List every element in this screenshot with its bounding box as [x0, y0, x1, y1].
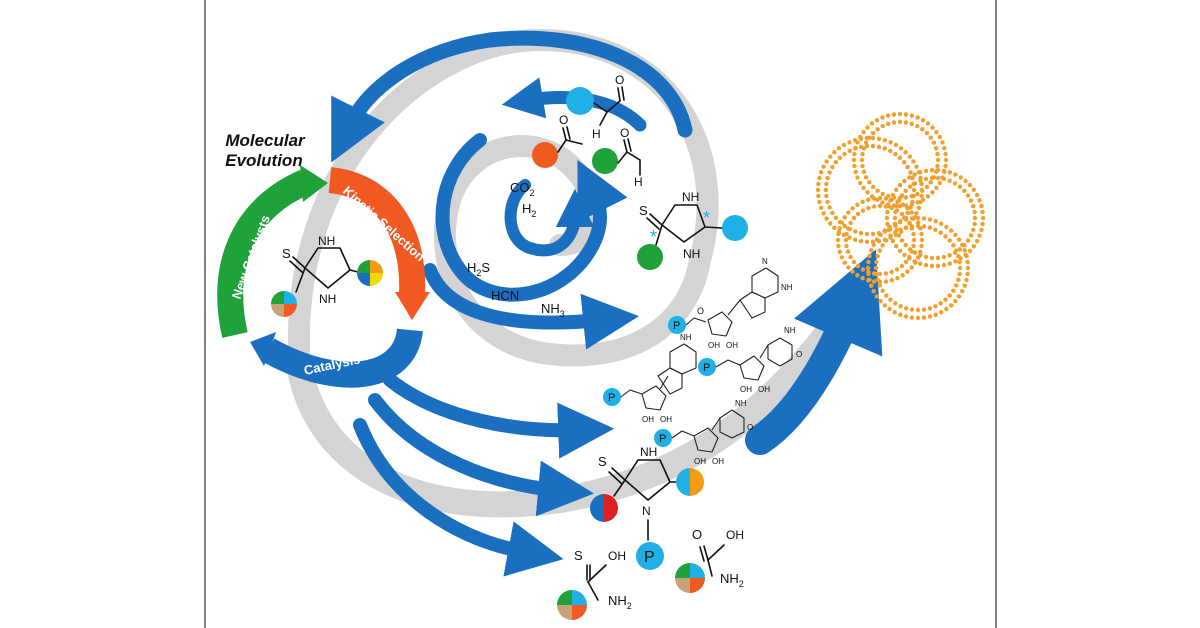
- svg-text:NH3: NH3: [541, 301, 565, 319]
- pie-phos-left: [590, 494, 618, 522]
- substituent-green-1: [592, 148, 618, 174]
- kinetic-selection-head: [395, 292, 430, 320]
- feedstock-co2: CO2: [510, 180, 535, 198]
- svg-text:NH: NH: [319, 292, 336, 306]
- substituent-orange: [532, 142, 558, 168]
- label-evolution: Evolution: [225, 151, 302, 170]
- pie-phos-right: [676, 468, 704, 496]
- catalysis-arc: [261, 327, 423, 388]
- catalysis-head: [250, 332, 276, 366]
- svg-text:N: N: [642, 504, 651, 518]
- svg-text:NH: NH: [680, 333, 692, 342]
- svg-text:NH: NH: [784, 326, 796, 335]
- svg-text:NH: NH: [682, 190, 699, 204]
- label-molecular: Molecular: [225, 131, 306, 150]
- svg-text:OH: OH: [758, 385, 770, 394]
- feedstock-h2: H2: [522, 201, 536, 219]
- svg-text:OH: OH: [712, 457, 724, 466]
- new-catalysts-arc: [217, 170, 311, 338]
- imidazolidine-thione-product: S NH NH * *: [637, 190, 748, 270]
- svg-text:OH: OH: [694, 457, 706, 466]
- phosphate-3: [603, 388, 621, 406]
- feedstock-nh3: NH3: [541, 301, 565, 319]
- amino-acid: O OH NH2: [675, 527, 744, 593]
- substituent-green-2: [637, 244, 663, 270]
- vesicle: [865, 215, 971, 321]
- pie-thio: [557, 590, 587, 620]
- catalysis-arrow-2: [368, 393, 595, 517]
- pie-amino: [675, 563, 705, 593]
- stereo-star-1: *: [703, 208, 710, 228]
- svg-text:OH: OH: [726, 528, 744, 542]
- kinetic-selection-arc: [328, 167, 426, 296]
- phosphorylated-catalyst: S NH N P: [590, 445, 704, 570]
- svg-text:H: H: [634, 175, 643, 189]
- svg-text:NH2: NH2: [720, 571, 744, 589]
- core-spiral-arrow: [504, 179, 595, 257]
- thio-amino-acid: S OH NH2: [557, 548, 632, 620]
- vesicle-cluster: [815, 111, 986, 321]
- svg-text:P: P: [659, 433, 666, 445]
- svg-text:S: S: [574, 548, 583, 563]
- svg-text:P: P: [644, 549, 655, 566]
- svg-text:P: P: [608, 392, 615, 404]
- phosphate-4: [654, 429, 672, 447]
- substituent-cyan-2: [722, 215, 748, 241]
- svg-text:OH: OH: [608, 549, 626, 563]
- feedstock-arrow: [423, 263, 640, 350]
- svg-text:S: S: [282, 246, 291, 261]
- phosphate-1: [668, 316, 686, 334]
- pie-left: [271, 291, 297, 317]
- phosphate-big: [636, 542, 664, 570]
- svg-text:O: O: [559, 113, 568, 127]
- svg-text:NH2: NH2: [608, 593, 632, 611]
- phosphate-2: [698, 358, 716, 376]
- vesicle: [884, 167, 986, 269]
- svg-text:OH: OH: [642, 415, 654, 424]
- svg-text:OH: OH: [660, 415, 672, 424]
- big-arrow-to-vesicles: [745, 249, 883, 455]
- svg-text:H2S: H2S: [467, 260, 490, 278]
- svg-text:H2: H2: [522, 201, 536, 219]
- stereo-star-2: *: [650, 227, 657, 247]
- svg-text:O: O: [620, 126, 629, 140]
- central-catalyst: S NH NH: [271, 234, 383, 317]
- svg-text:NH: NH: [318, 234, 335, 248]
- svg-text:S: S: [598, 454, 607, 469]
- svg-text:OH: OH: [708, 341, 720, 350]
- svg-text:NH: NH: [640, 445, 657, 459]
- catalysis-arrow-3: [353, 418, 564, 577]
- new-catalysts-head: [300, 165, 328, 202]
- svg-text:CO2: CO2: [510, 180, 535, 198]
- svg-text:O: O: [796, 350, 802, 359]
- svg-text:N: N: [762, 257, 768, 266]
- substituent-cyan: [566, 87, 594, 115]
- svg-text:H: H: [592, 127, 601, 141]
- vesicle: [835, 195, 925, 285]
- inner-spiral-arrow: [435, 133, 628, 302]
- svg-text:S: S: [639, 203, 648, 218]
- svg-text:NH: NH: [735, 399, 747, 408]
- feedstock-hcn: HCN: [491, 288, 519, 303]
- svg-text:NH: NH: [683, 247, 700, 261]
- svg-text:O: O: [747, 423, 753, 432]
- aldehyde-group: O H O O H: [532, 73, 643, 189]
- svg-text:O: O: [615, 73, 624, 87]
- svg-text:NH: NH: [781, 283, 793, 292]
- feedstock-h2s: H2S: [467, 260, 490, 278]
- catalysis-arrow-1: [383, 373, 615, 459]
- svg-text:OH: OH: [726, 341, 738, 350]
- svg-text:P: P: [673, 320, 680, 332]
- svg-text:O: O: [692, 527, 702, 542]
- pie-right: [357, 260, 383, 286]
- rna-strand: P O OH OH N NH P OH OH NH O P OH OH NH P: [603, 257, 802, 466]
- svg-text:O: O: [697, 306, 704, 316]
- svg-text:P: P: [703, 362, 710, 374]
- svg-text:OH: OH: [740, 385, 752, 394]
- outer-arrow-to-evolution: [331, 30, 693, 163]
- vesicle: [851, 111, 949, 209]
